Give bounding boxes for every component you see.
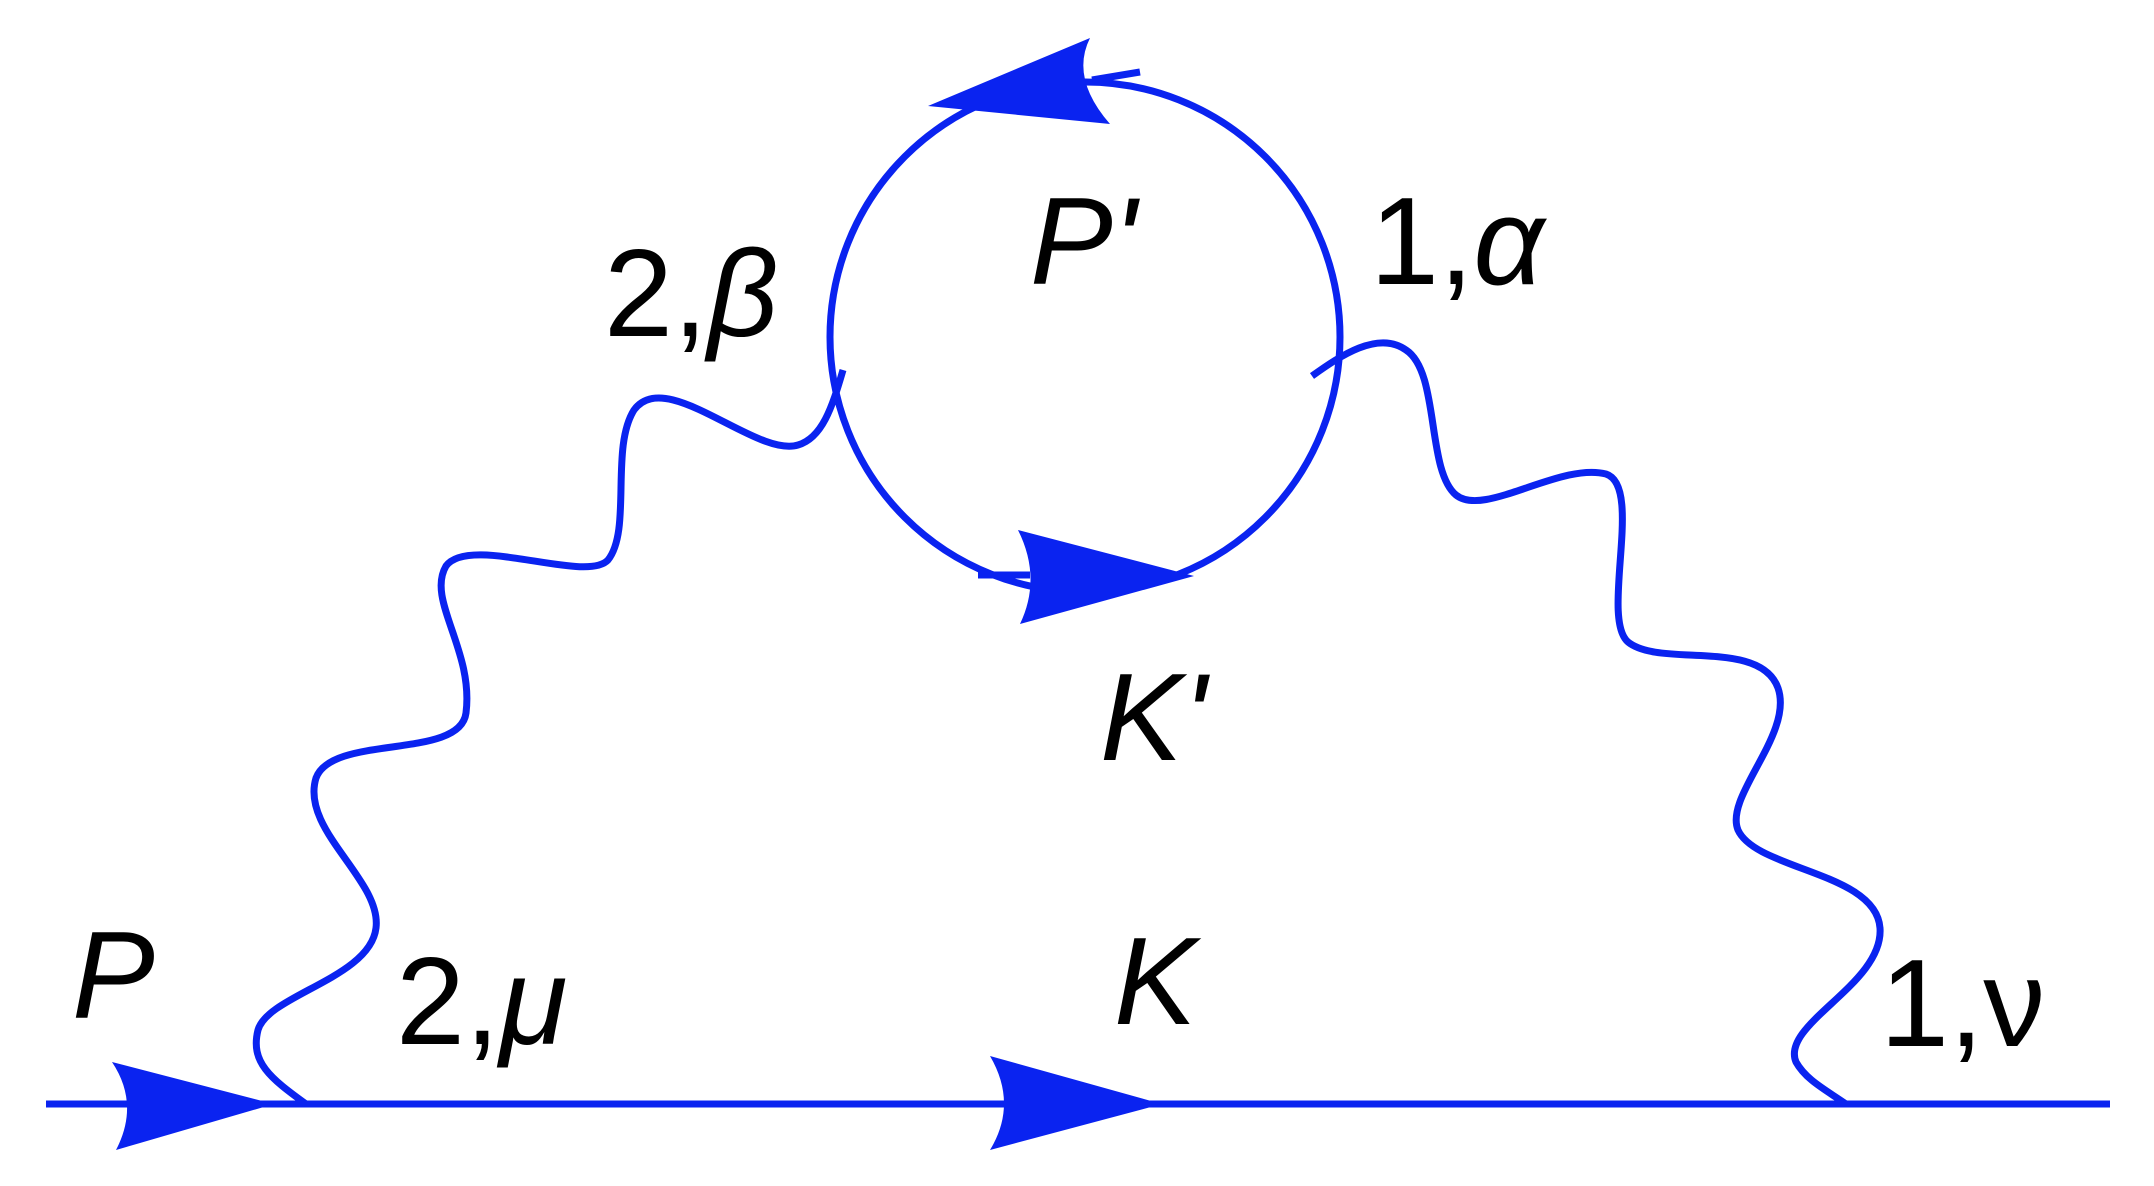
label-p: P bbox=[72, 907, 155, 1045]
label-vertex-1-alpha: 1,α bbox=[1370, 173, 1547, 311]
vertex-index: 1, bbox=[1880, 935, 1983, 1073]
label-vertex-2-mu: 2,μ bbox=[396, 933, 567, 1071]
greek-beta: β bbox=[703, 225, 778, 363]
label-k: K bbox=[1114, 913, 1202, 1051]
label-vertex-1-nu: 1,ν bbox=[1880, 935, 2045, 1073]
greek-nu: ν bbox=[1983, 935, 2045, 1073]
loop-top-shaft bbox=[1091, 68, 1141, 84]
greek-mu: μ bbox=[496, 933, 567, 1071]
fermion-loop bbox=[826, 78, 1344, 596]
photon-left bbox=[252, 369, 847, 1107]
label-p-prime: P' bbox=[1030, 173, 1141, 311]
vertex-index: 2, bbox=[396, 933, 499, 1071]
vertex-index: 1, bbox=[1370, 173, 1473, 311]
label-k-prime: K' bbox=[1100, 649, 1211, 787]
arrow-loop-top bbox=[928, 38, 1110, 124]
arrow-loop-bottom bbox=[1018, 530, 1194, 624]
arrow-internal bbox=[990, 1056, 1162, 1150]
photon-right bbox=[1309, 339, 1884, 1107]
vertex-index: 2, bbox=[604, 225, 707, 363]
arrow-incoming bbox=[112, 1062, 274, 1150]
greek-alpha: α bbox=[1473, 173, 1547, 311]
label-vertex-2-beta: 2,β bbox=[604, 225, 778, 363]
